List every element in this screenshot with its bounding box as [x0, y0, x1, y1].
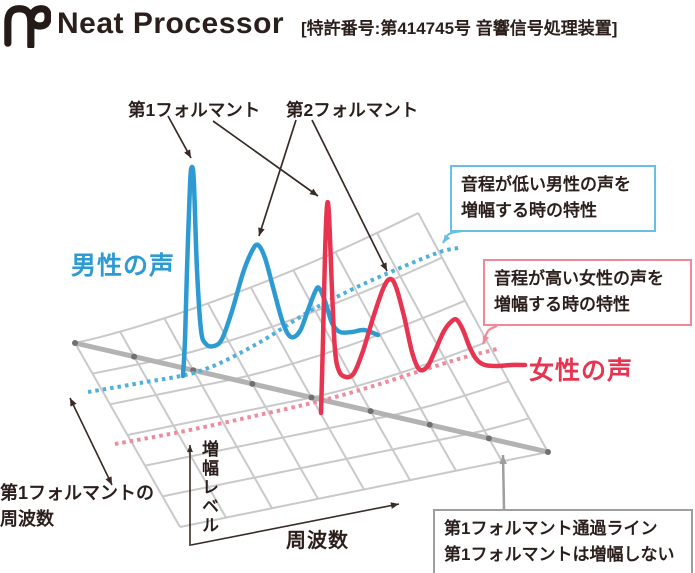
f1-frequency-axis-line1: 第1フォルマントの [0, 483, 155, 503]
male-voice-label: 男性の声 [71, 252, 176, 280]
amp-level-axis-label: 増幅レベル [199, 440, 218, 535]
female-voice-label: 女性の声 [529, 357, 634, 385]
f1-frequency-axis-label: 第1フォルマントの 周波数 [0, 480, 154, 532]
male-callout-line1: 音程が低い男性の声を [461, 175, 631, 194]
formant1-label: 第1フォルマント [128, 100, 261, 120]
frequency-axis-label: 周波数 [286, 530, 349, 552]
f1-frequency-axis-line2: 周波数 [0, 509, 54, 530]
male-callout-line2: 増幅する時の特性 [461, 201, 597, 221]
patent-number: [特許番号:第414745号 音響信号処理装置] [301, 19, 618, 38]
male-callout-box: 音程が低い男性の声を 増幅する時の特性 [450, 165, 656, 232]
female-callout-box: 音程が高い女性の声を 増幅する時の特性 [483, 259, 692, 326]
female-callout-line2: 増幅する時の特性 [494, 295, 630, 315]
brand-title: Neat Processor [57, 7, 285, 40]
passline-callout-line1: 第1フォルマント通過ライン [444, 519, 658, 538]
formant2-label: 第2フォルマント [286, 100, 419, 120]
brand-logo-icon [3, 3, 52, 53]
passline-callout-line2: 第1フォルマントは増幅しない [444, 545, 675, 565]
female-callout-line1: 音程が高い女性の声を [494, 269, 664, 288]
passline-callout-box: 第1フォルマント通過ライン 第1フォルマントは増幅しない [433, 509, 693, 573]
